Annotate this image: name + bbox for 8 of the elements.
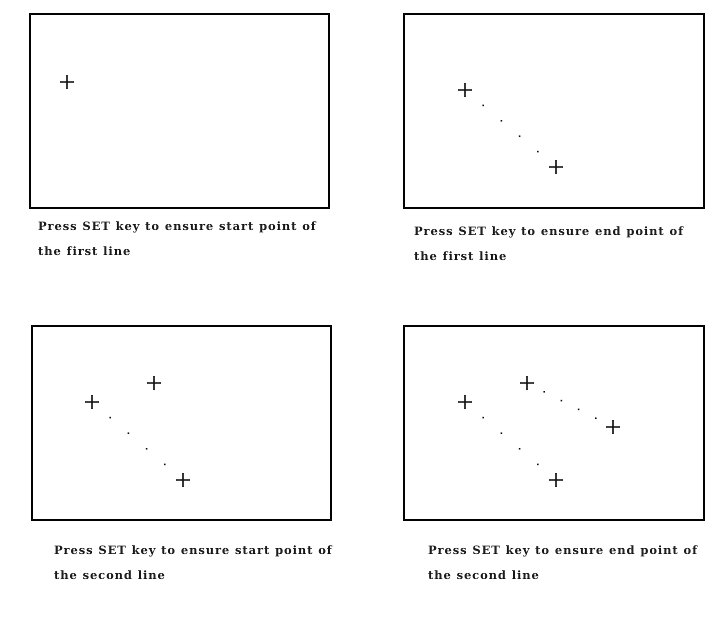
instruction-caption: Press SET key to ensure start point of the second line [54, 542, 334, 584]
screen-frame [31, 325, 332, 521]
instruction-caption: Press SET key to ensure start point of the first line [38, 218, 318, 260]
instruction-caption: Press SET key to ensure end point of the first line [414, 223, 685, 265]
screen-frame [403, 13, 705, 209]
screen-frame [403, 325, 705, 521]
screen-frame [29, 13, 330, 209]
instruction-caption: Press SET key to ensure end point of the second line [428, 542, 699, 584]
